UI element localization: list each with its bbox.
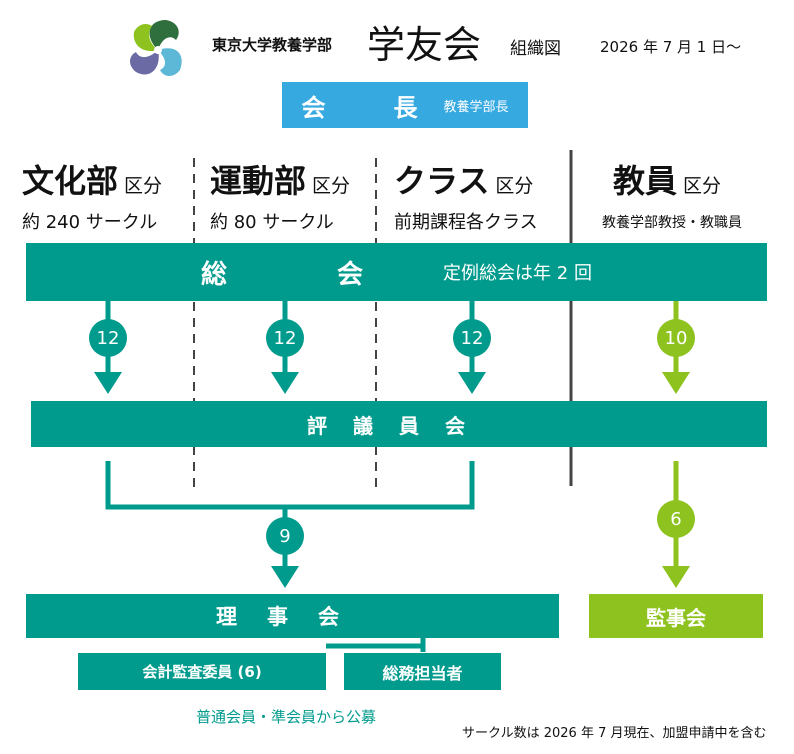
- category-sports: 運動部区分 約 80 サークル: [210, 156, 350, 236]
- category-culture: 文化部区分 約 240 サークル: [22, 156, 162, 236]
- audit-committee-box: 会計監査委員 (6): [78, 653, 326, 690]
- page-title: 学友会: [367, 23, 482, 67]
- count-badge-board: 9: [266, 517, 304, 555]
- category-name: 文化部: [22, 162, 119, 200]
- count-badge-culture: 12: [89, 319, 127, 357]
- connector-board-subunits: [326, 638, 426, 652]
- general-affairs-box: 総務担当者: [344, 653, 501, 690]
- auditors-box: 監事会: [589, 594, 763, 638]
- category-kubun: 区分: [683, 175, 722, 197]
- chair-title: 会 長: [301, 93, 440, 122]
- category-desc: 約 80 サークル: [210, 212, 334, 233]
- category-name: 教員: [612, 162, 677, 200]
- category-desc: 約 240 サークル: [22, 212, 158, 233]
- category-faculty: 教員区分 教養学部教授・教職員: [592, 156, 764, 236]
- category-name: クラス: [394, 162, 490, 200]
- chair-note: 教養学部長: [443, 99, 509, 115]
- general-assembly-bar: 総会 定例総会は年 2 回: [26, 243, 767, 301]
- effective-date: 2026 年 7 月 1 日～: [600, 38, 742, 56]
- general-assembly-title: 総会: [201, 259, 474, 290]
- category-desc: 教養学部教授・教職員: [602, 215, 742, 231]
- category-name: 運動部: [210, 162, 307, 200]
- page-subtitle: 組織図: [510, 39, 561, 59]
- chair-box: 会 長 教養学部長: [282, 82, 528, 128]
- count-badge-faculty: 10: [657, 319, 695, 357]
- board-bar: 理事会: [26, 594, 559, 638]
- category-kubun: 区分: [312, 175, 351, 197]
- count-badge-sports: 12: [266, 319, 304, 357]
- category-desc: 前期課程各クラス: [394, 212, 538, 233]
- category-class: クラス区分 前期課程各クラス: [394, 156, 538, 236]
- footnote: サークル数は 2026 年 7 月現在、加盟申請中を含む: [462, 726, 767, 741]
- count-badge-auditors: 6: [657, 500, 695, 538]
- category-kubun: 区分: [495, 175, 534, 197]
- general-assembly-note: 定例総会は年 2 回: [443, 263, 592, 284]
- school-emblem-icon: [122, 14, 194, 86]
- recruitment-note: 普通会員・準会員から公募: [196, 708, 377, 726]
- affiliation-label: 東京大学教養学部: [212, 36, 333, 54]
- count-badge-class: 12: [453, 319, 491, 357]
- council-bar: 評議員会: [31, 401, 767, 447]
- category-kubun: 区分: [124, 175, 163, 197]
